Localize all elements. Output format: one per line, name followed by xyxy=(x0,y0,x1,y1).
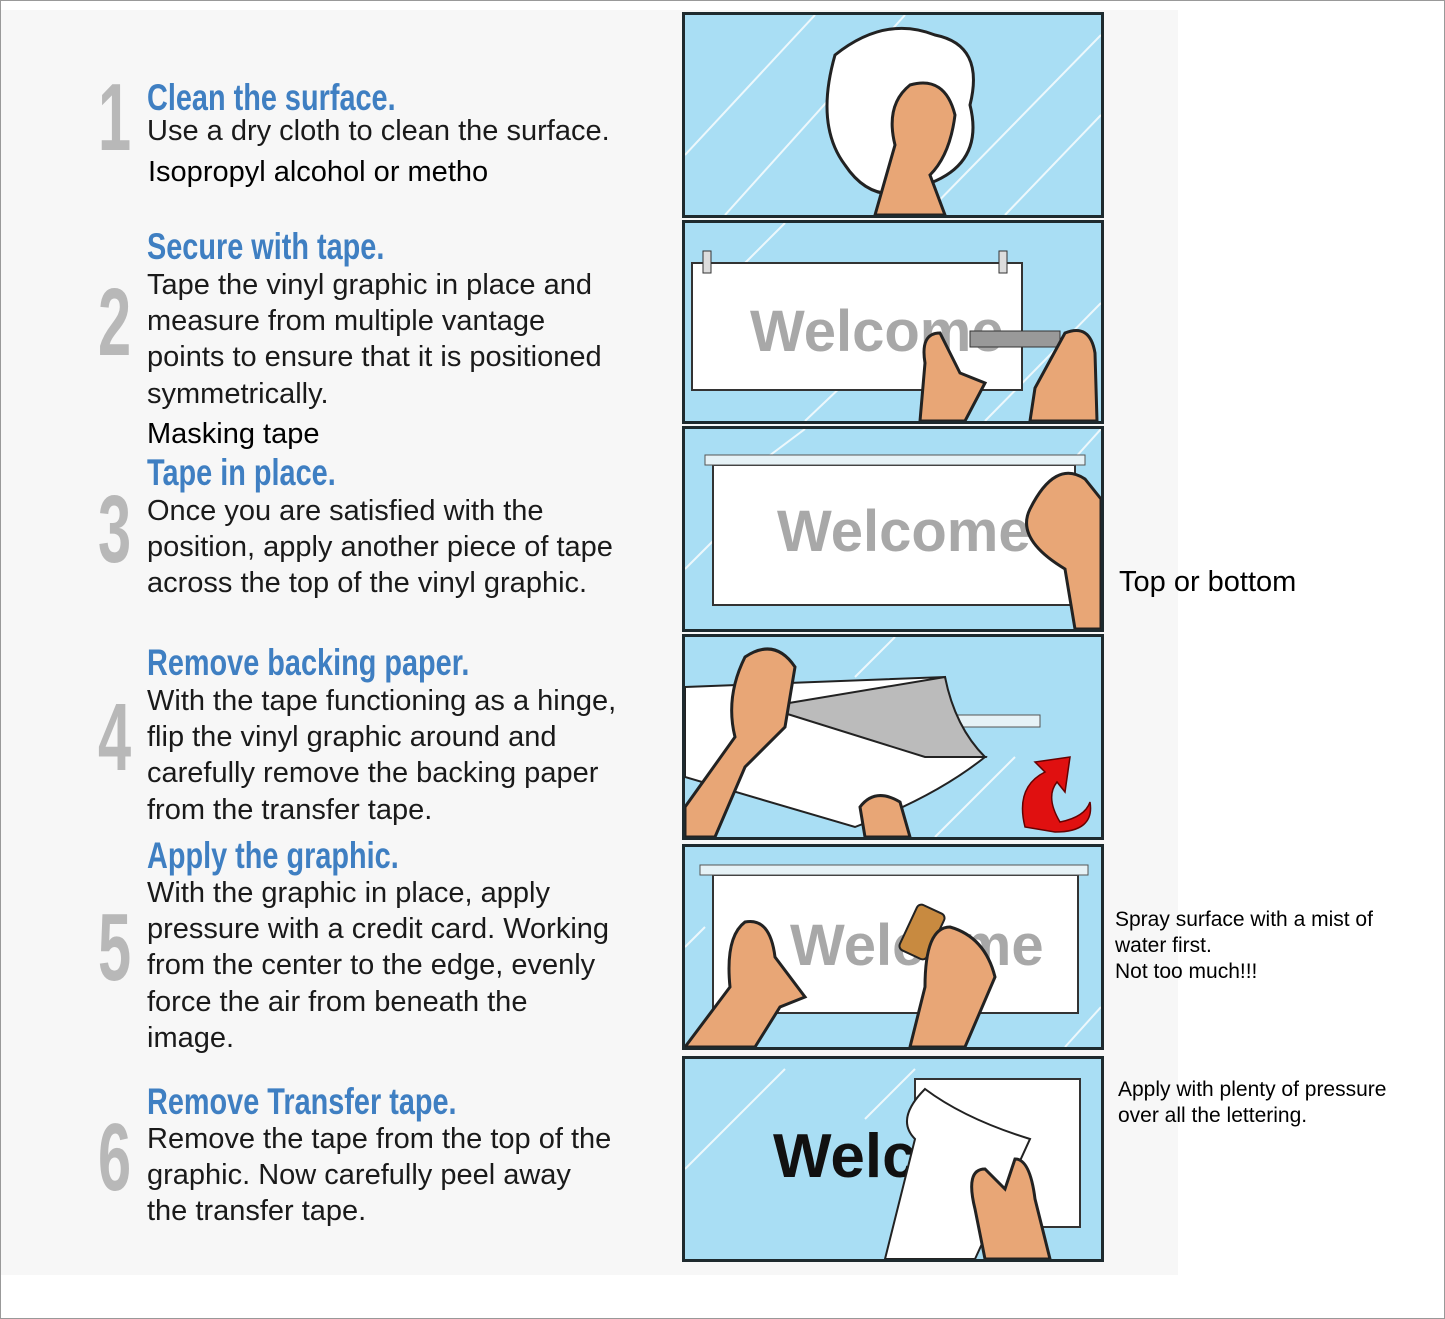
text-line: With the tape functioning as a hinge, xyxy=(147,685,617,717)
step-title-4: Remove backing paper. xyxy=(147,642,470,683)
measure-illustration: Welcome xyxy=(691,223,1101,421)
text-line: Not too much!!! xyxy=(1115,960,1258,983)
illustration-apply: Welcome xyxy=(682,844,1104,1050)
sign-partial: Welc xyxy=(773,1122,917,1191)
step-title-2: Secure with tape. xyxy=(147,226,385,267)
text-line: over all the lettering. xyxy=(1118,1104,1308,1127)
hand-icon xyxy=(970,1157,1052,1259)
text-line: carefully remove the backing paper xyxy=(147,757,599,790)
text-line: across the top of the vinyl graphic. xyxy=(147,567,588,600)
illustration-clean xyxy=(682,12,1104,218)
text-line: graphic. Now carefully peel away xyxy=(147,1159,571,1192)
step-number-2: 2 xyxy=(98,269,131,376)
hand-icon xyxy=(873,81,957,215)
hand-icon xyxy=(685,919,808,1047)
text-line: Remove the tape from the top of the xyxy=(147,1123,612,1155)
illustration-secure-tape: Welcome xyxy=(682,220,1104,424)
text-line: pressure with a credit card. Working xyxy=(147,913,610,946)
text-line: Apply with plenty of pressure xyxy=(1118,1078,1387,1101)
tape-piece xyxy=(702,250,712,274)
step-text-1: Use a dry cloth to clean the surface. xyxy=(147,113,610,149)
peel-backing-illustration xyxy=(685,637,1092,837)
text-line: Tape the vinyl graphic in place and xyxy=(147,269,592,301)
note-top-or-bottom: Top or bottom xyxy=(1119,566,1297,598)
tape-hinge-illustration: Welcome xyxy=(685,429,1101,629)
text-line: position, apply another piece of tape xyxy=(147,531,613,564)
illustration-remove-transfer: Welc xyxy=(682,1056,1104,1262)
squeegee-illustration: Welcome xyxy=(685,864,1101,1047)
step-number-6: 6 xyxy=(98,1104,131,1211)
text-line: the transfer tape. xyxy=(147,1195,367,1228)
text-line: water first. xyxy=(1115,934,1212,957)
note-alcohol: Isopropyl alcohol or metho xyxy=(148,156,489,188)
vinyl-sign xyxy=(691,262,1023,391)
hand-icon xyxy=(908,925,997,1047)
step-text-6: Remove the tape from the top of the grap… xyxy=(147,1121,611,1230)
text-line: force the air from beneath the xyxy=(147,985,528,1018)
step-text-2: Tape the vinyl graphic in place and meas… xyxy=(147,267,602,412)
step-text-5: With the graphic in place, apply pressur… xyxy=(147,875,609,1056)
text-line: points to ensure that it is positioned xyxy=(147,341,602,374)
hand-icon xyxy=(685,647,797,837)
illustration-remove-backing xyxy=(682,634,1104,840)
step-number-4: 4 xyxy=(98,684,131,791)
ruler-icon xyxy=(969,330,1061,348)
backing-paper xyxy=(764,675,988,758)
text-line: measure from multiple vantage xyxy=(147,305,546,338)
cloth-wipe-illustration xyxy=(685,15,1101,215)
step-title-6: Remove Transfer tape. xyxy=(147,1081,457,1122)
flip-arrow-icon xyxy=(1021,756,1092,833)
step-text-3: Once you are satisfied with the position… xyxy=(147,493,613,602)
text-line: With the graphic in place, apply xyxy=(147,877,550,909)
text-line: Spray surface with a mist of xyxy=(1115,908,1373,931)
hand-icon xyxy=(1028,329,1099,421)
text-line: from the center to the edge, evenly xyxy=(147,949,596,982)
hand-icon xyxy=(918,331,988,421)
text-line: image. xyxy=(147,1021,235,1054)
note-masking-tape: Masking tape xyxy=(147,418,320,450)
peel-transfer-illustration: Welc xyxy=(685,1068,1081,1259)
step-number-3: 3 xyxy=(98,476,131,583)
tape-strip xyxy=(699,864,1089,876)
step-number-5: 5 xyxy=(98,894,131,1001)
hand-icon xyxy=(858,794,912,837)
step-title-3: Tape in place. xyxy=(147,452,336,493)
step-text-4: With the tape functioning as a hinge, fl… xyxy=(147,683,616,828)
note-pressure: Apply with plenty of pressure over all t… xyxy=(1118,1077,1386,1129)
text-line: flip the vinyl graphic around and xyxy=(147,721,557,754)
text-line: Once you are satisfied with the xyxy=(147,495,544,527)
illustration-tape-in-place: Welcome xyxy=(682,426,1104,632)
step-title-5: Apply the graphic. xyxy=(147,835,399,876)
text-line: Use a dry cloth to clean the surface. xyxy=(147,115,610,147)
hand-icon xyxy=(1025,471,1101,629)
note-spray: Spray surface with a mist of water first… xyxy=(1115,907,1373,985)
step-title-1: Clean the surface. xyxy=(147,77,396,118)
text-line: from the transfer tape. xyxy=(147,793,433,826)
vinyl-sign xyxy=(712,464,1076,606)
sign-word: Welcome xyxy=(750,299,1004,364)
text-line: symmetrically. xyxy=(147,377,329,410)
sign-word: Welcome xyxy=(777,499,1031,564)
tape-piece xyxy=(998,250,1008,274)
tape-strip xyxy=(704,454,1086,466)
step-number-1: 1 xyxy=(98,64,131,171)
